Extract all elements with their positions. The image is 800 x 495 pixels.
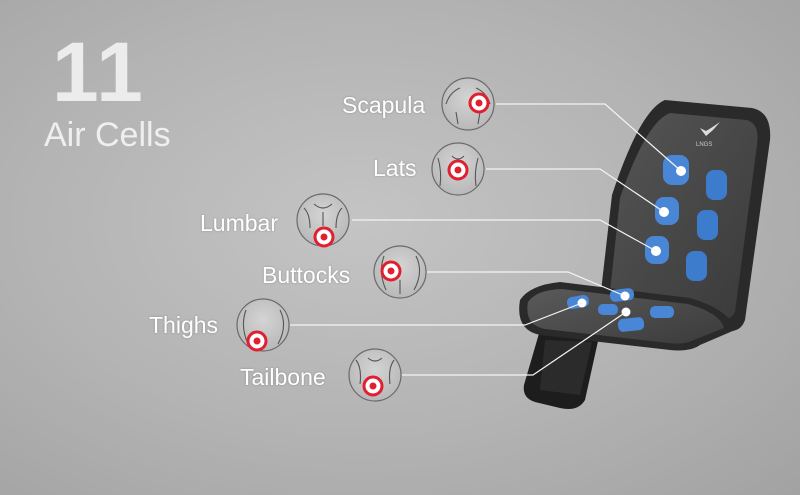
backrest-cushion — [610, 113, 758, 320]
brand-logo-icon — [700, 122, 720, 136]
lower-back-outline-icon — [303, 203, 343, 229]
zone-badge-lumbar — [296, 193, 350, 248]
zone-label-thighs: Thighs — [149, 312, 219, 338]
zone-label-scapula: Scapula — [342, 92, 426, 118]
torso-outline-icon — [437, 155, 479, 187]
air-cell-scapula-right — [706, 170, 727, 200]
leader-line-scapula — [496, 103, 682, 172]
zone-label-lats: Lats — [373, 155, 417, 181]
air-cell-seat-center — [598, 304, 618, 315]
zone-badge-tailbone — [348, 348, 402, 402]
air-cell-scapula-left — [663, 155, 689, 185]
pelvis-outline-icon — [355, 357, 395, 385]
air-cell-tailbone — [617, 317, 645, 332]
air-cells-caption: Air Cells — [44, 116, 171, 154]
seat-base-inner — [540, 340, 592, 395]
leader-line-buttocks — [427, 271, 626, 297]
leader-line-tailbone — [402, 311, 627, 376]
leader-lines — [290, 103, 682, 376]
leader-line-lumbar — [352, 219, 657, 252]
brand-logo-text: LNGS — [696, 142, 712, 148]
zone-badge-buttocks — [373, 245, 427, 299]
upper-back-outline-icon — [445, 87, 491, 125]
seat-cushion-illustration: LNGS — [519, 100, 771, 409]
zone-badge-lats — [431, 142, 485, 196]
air-cell-lats-right — [697, 210, 718, 240]
zone-label-lumbar: Lumbar — [200, 210, 278, 236]
zone-badge-scapula — [441, 77, 495, 131]
air-cell-count: 11 — [52, 25, 145, 119]
zone-badge-thighs — [236, 298, 290, 352]
zone-label-tailbone: Tailbone — [240, 364, 326, 390]
air-cell-seat-right — [650, 306, 674, 318]
leader-line-lats — [486, 168, 665, 213]
air-cell-lumbar-right — [686, 251, 707, 281]
leader-line-thighs — [290, 302, 583, 326]
zone-label-buttocks: Buttocks — [262, 262, 351, 288]
